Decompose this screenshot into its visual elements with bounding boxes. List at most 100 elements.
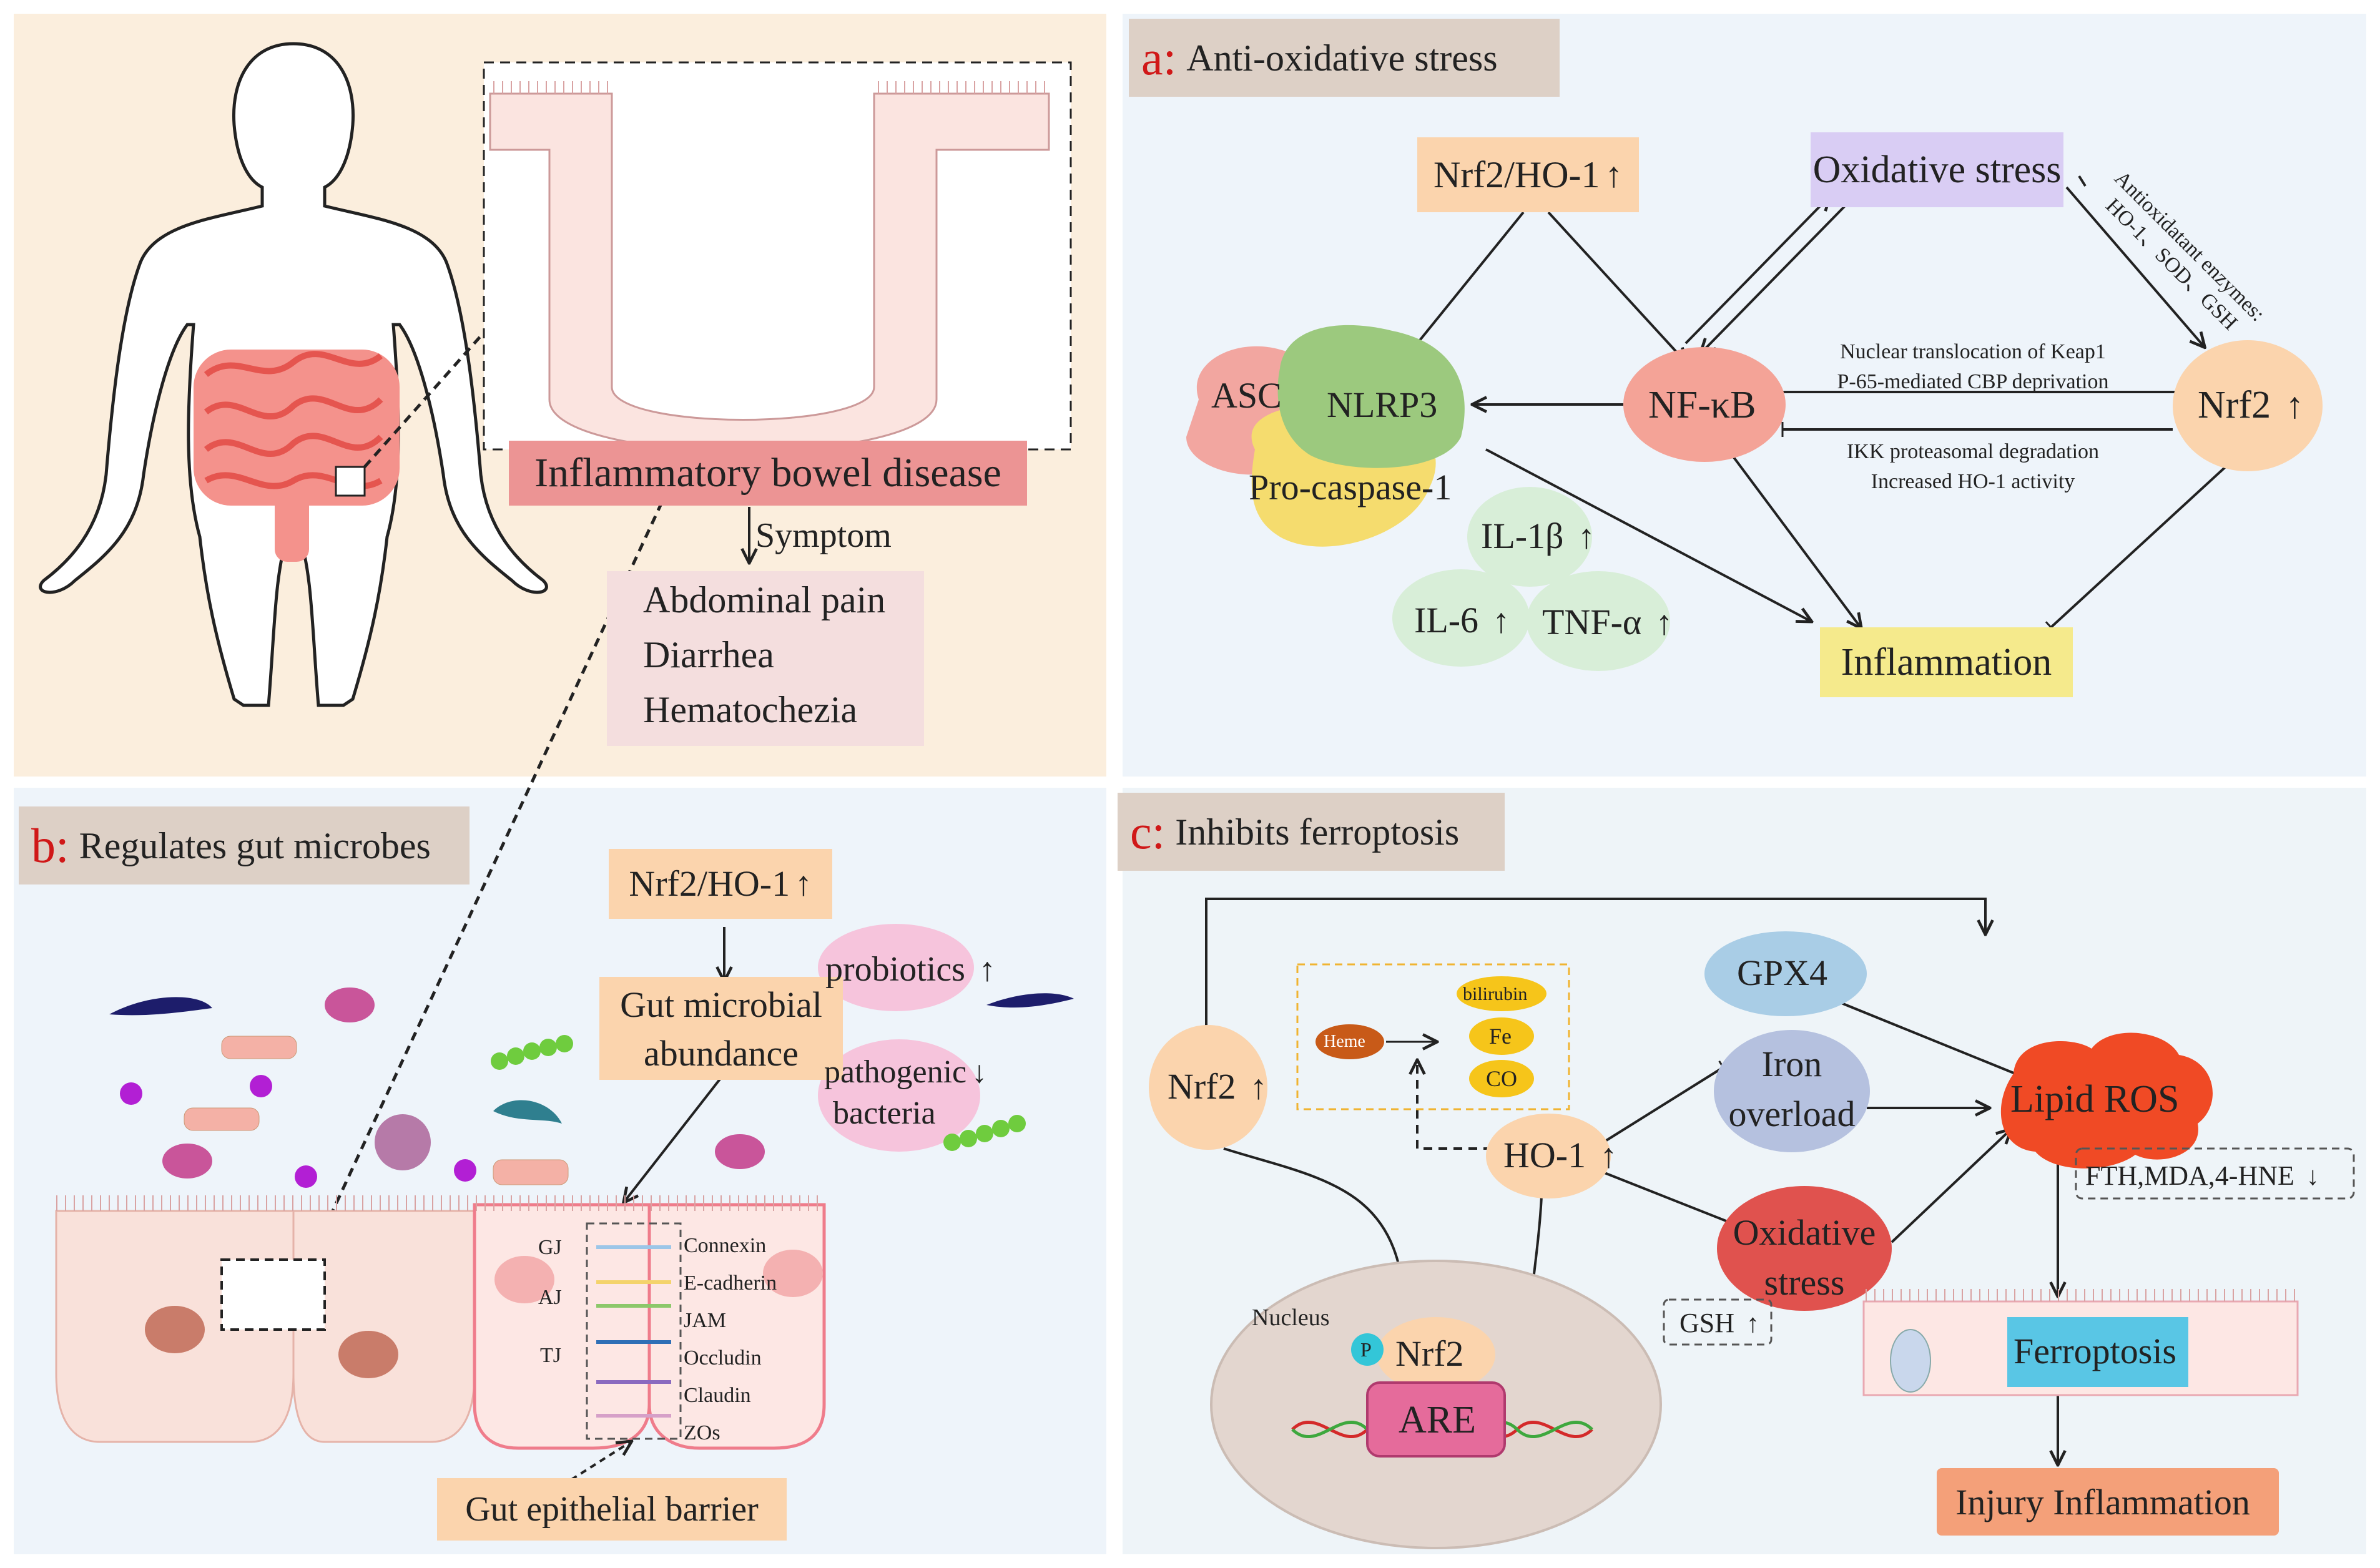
injury-box — [1937, 1468, 2279, 1536]
ho1-c-node — [1486, 1114, 1611, 1198]
panel-b-title: b: Regulates gut microbes — [19, 806, 470, 884]
symptom-label: Symptom — [755, 516, 892, 555]
inflammation-a: Inflammation — [1820, 627, 2073, 697]
nrf2-c-text: Nrf2 — [1168, 1066, 1236, 1107]
phosphate-label: P — [1360, 1338, 1372, 1361]
gut-abundance-box: Gut microbial abundance — [599, 977, 843, 1080]
panel-b-letter: b: — [31, 818, 69, 873]
gsh-label: GSH ↑ — [1679, 1310, 1759, 1338]
nrf2-nuclear-label: Nrf2 — [1395, 1333, 1464, 1374]
co-label: CO — [1486, 1066, 1518, 1091]
oxidative-stress-a-text: Oxidative stress — [1812, 149, 2062, 191]
il6-bubble — [1392, 569, 1530, 667]
up-arrow-icon: ↑ — [1605, 155, 1623, 195]
il6-text: IL-6 — [1414, 600, 1479, 640]
nrf2-a-label: Nrf2 ↑ — [2198, 386, 2304, 424]
probiotics-label: probiotics ↑ — [825, 952, 996, 987]
oxidative-stress-c-1: Oxidative — [1733, 1212, 1876, 1253]
junction-protein: E-cadherin — [684, 1272, 777, 1295]
mechanism-top-2: P-65-mediated CBP deprivation — [1837, 370, 2109, 393]
up-arrow-icon: ↑ — [978, 951, 996, 988]
oxidative-stress-c-node — [1717, 1186, 1892, 1311]
junction-protein: Claudin — [684, 1384, 751, 1407]
panel-a-title: a: Anti-oxidative stress — [1129, 19, 1560, 97]
tnfa-text: TNF-α — [1542, 602, 1642, 642]
are-box — [1366, 1381, 1506, 1458]
nrf2-ho1-a: Nrf2/HO-1 ↑ — [1417, 137, 1639, 212]
bilirubin-node — [1457, 976, 1547, 1011]
junction-markers — [596, 1245, 671, 1418]
ferroptosis-box — [2007, 1317, 2188, 1387]
asc-label: ASC — [1211, 375, 1282, 416]
junction-tj: TJ — [540, 1344, 561, 1367]
nrf2-c-node — [1149, 1025, 1267, 1150]
gut-abundance-line2: abundance — [644, 1033, 799, 1074]
ho1-c-label: HO-1 ↑ — [1503, 1137, 1617, 1174]
up-arrow-icon: ↑ — [795, 865, 812, 903]
up-arrow-icon: ↑ — [1250, 1068, 1267, 1106]
nrf2-c-label: Nrf2 ↑ — [1168, 1069, 1267, 1105]
barrier-label: Gut epithelial barrier — [437, 1478, 787, 1541]
junction-protein: ZOs — [684, 1421, 720, 1444]
il1b-text: IL-1β — [1481, 516, 1564, 556]
nucleus-label: Nucleus — [1252, 1305, 1330, 1331]
fe-node — [1469, 1017, 1534, 1055]
bilirubin-label: bilirubin — [1463, 984, 1528, 1004]
panel-b-title-text: Regulates gut microbes — [79, 825, 431, 866]
up-arrow-icon: ↑ — [1492, 602, 1510, 640]
probiotics-bubble — [818, 924, 974, 1011]
il6-label: IL-6 ↑ — [1414, 602, 1510, 639]
nrf2-node — [2173, 340, 2323, 471]
symptom-item: Diarrhea — [643, 634, 774, 675]
cell-zoom-marker — [220, 1258, 326, 1331]
gpx4-label: GPX4 — [1737, 953, 1828, 993]
il1b-bubble — [1467, 487, 1592, 587]
ibd-label: Inflammatory bowel disease — [509, 441, 1027, 506]
up-arrow-icon: ↑ — [1746, 1310, 1759, 1338]
nrf2-a-text: Nrf2 — [2198, 384, 2271, 426]
junction-proteins: Connexin E-cadherin JAM Occludin Claudin… — [684, 1227, 777, 1452]
down-arrow-icon: ↓ — [2306, 1162, 2319, 1191]
are-label: ARE — [1399, 1399, 1476, 1441]
gut-microbes — [109, 987, 1074, 1188]
nrf2-ho1-a-text: Nrf2/HO-1 — [1433, 154, 1600, 195]
mechanism-bottom: IKK proteasomal degradation Increased HO… — [1811, 437, 2135, 497]
nrf2-ho1-b: Nrf2/HO-1 ↑ — [609, 849, 832, 919]
gsh-text: GSH — [1679, 1308, 1735, 1338]
nfkb-label: NF-κB — [1648, 384, 1756, 426]
lipid-ros-label: Lipid ROS — [2010, 1078, 2180, 1120]
ho1-c-text: HO-1 — [1503, 1135, 1586, 1175]
symptom-item: Abdominal pain — [643, 579, 886, 620]
symptom-item: Hematochezia — [643, 689, 858, 730]
iron-overload-1: Iron — [1761, 1044, 1822, 1084]
pro-caspase-label: Pro-caspase-1 — [1249, 467, 1452, 507]
iron-overload-2: overload — [1728, 1094, 1856, 1134]
intestinal-crypt — [489, 92, 1050, 452]
phosphate-node — [1351, 1333, 1384, 1366]
lipid-markers: FTH,MDA,4-HNE ↓ — [2085, 1160, 2319, 1192]
nrf2-nuclear-node — [1377, 1317, 1495, 1392]
il1b-label: IL-1β ↑ — [1481, 518, 1595, 554]
co-node — [1469, 1060, 1534, 1097]
panel-c-title-text: Inhibits ferroptosis — [1175, 811, 1460, 853]
oxidative-stress-a: Oxidative stress — [1811, 132, 2063, 207]
iron-overload-label: Iron overload — [1714, 1039, 1870, 1139]
panel-c-letter: c: — [1130, 804, 1166, 859]
up-arrow-icon: ↑ — [2285, 385, 2304, 426]
epithelial-strip — [1862, 1289, 2299, 1396]
lipid-ros-node — [2000, 1032, 2213, 1169]
gpx4-node — [1704, 931, 1867, 1016]
iron-overload-node — [1714, 1030, 1870, 1152]
junction-zoom-box — [586, 1222, 682, 1440]
junction-protein: JAM — [684, 1309, 727, 1332]
lipid-markers-box — [2075, 1147, 2355, 1200]
mechanism-top-1: Nuclear translocation of Keap1 — [1840, 340, 2106, 363]
tnfa-bubble — [1527, 571, 1670, 671]
probiotics-text: probiotics — [825, 950, 965, 989]
down-arrow-icon: ↓ — [971, 1055, 987, 1089]
mechanism-bottom-2: Increased HO-1 activity — [1871, 470, 2075, 493]
symptom-list: Abdominal pain Diarrhea Hematochezia — [607, 571, 924, 746]
lipid-markers-text: FTH,MDA,4-HNE — [2085, 1160, 2294, 1191]
